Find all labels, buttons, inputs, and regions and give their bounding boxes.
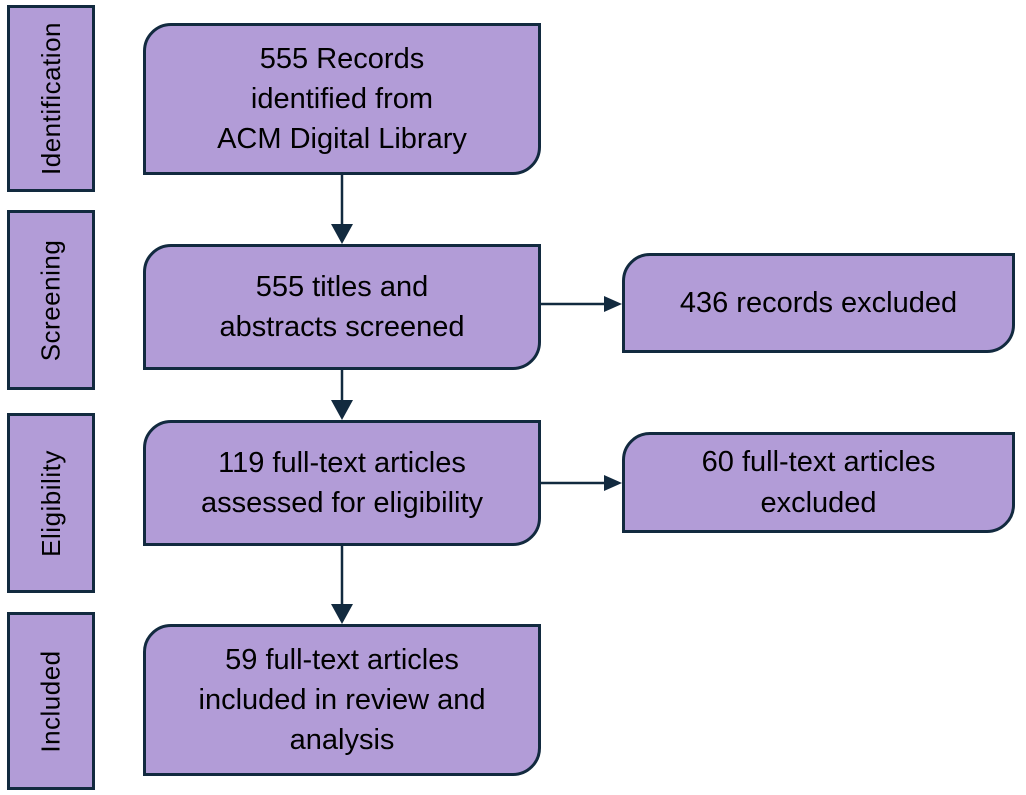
arrow-identified-to-screened-icon: [331, 175, 353, 244]
stage-label-screening: Screening: [7, 210, 95, 390]
arrow-screened-to-eligibility-icon: [331, 370, 353, 420]
exclusion-box-fulltext-excluded-text: 60 full-text articles excluded: [701, 446, 936, 519]
flow-box-fulltext-assessed: 119 full-text articles assessed for elig…: [143, 420, 541, 546]
flow-box-articles-included-text: 59 full-text articles included in review…: [198, 643, 486, 756]
stage-label-included: Included: [7, 612, 95, 790]
stage-label-eligibility: Eligibility: [7, 413, 95, 593]
flow-box-fulltext-assessed-text: 119 full-text articles assessed for elig…: [200, 446, 484, 519]
stage-label-included-text: Included: [35, 649, 66, 753]
flow-box-records-identified: 555 Records identified from ACM Digital …: [143, 23, 541, 175]
flow-box-records-identified-text: 555 Records identified from ACM Digital …: [217, 42, 467, 155]
arrow-eligibility-to-included-icon: [331, 546, 353, 624]
stage-label-eligibility-text: Eligibility: [35, 449, 66, 557]
stage-label-identification-text: Identification: [35, 22, 66, 175]
arrow-eligibility-to-excluded-icon: [541, 475, 622, 491]
stage-label-identification: Identification: [7, 5, 95, 192]
flow-box-titles-abstracts-screened: 555 titles and abstracts screened: [143, 244, 541, 370]
exclusion-box-records-excluded-text: 436 records excluded: [679, 286, 958, 319]
exclusion-box-fulltext-excluded: 60 full-text articles excluded: [622, 432, 1015, 533]
exclusion-box-records-excluded: 436 records excluded: [622, 253, 1015, 353]
flow-box-articles-included: 59 full-text articles included in review…: [143, 624, 541, 776]
stage-label-screening-text: Screening: [35, 239, 66, 361]
flow-box-titles-abstracts-screened-text: 555 titles and abstracts screened: [219, 270, 465, 343]
arrow-screened-to-excluded-icon: [541, 296, 622, 312]
